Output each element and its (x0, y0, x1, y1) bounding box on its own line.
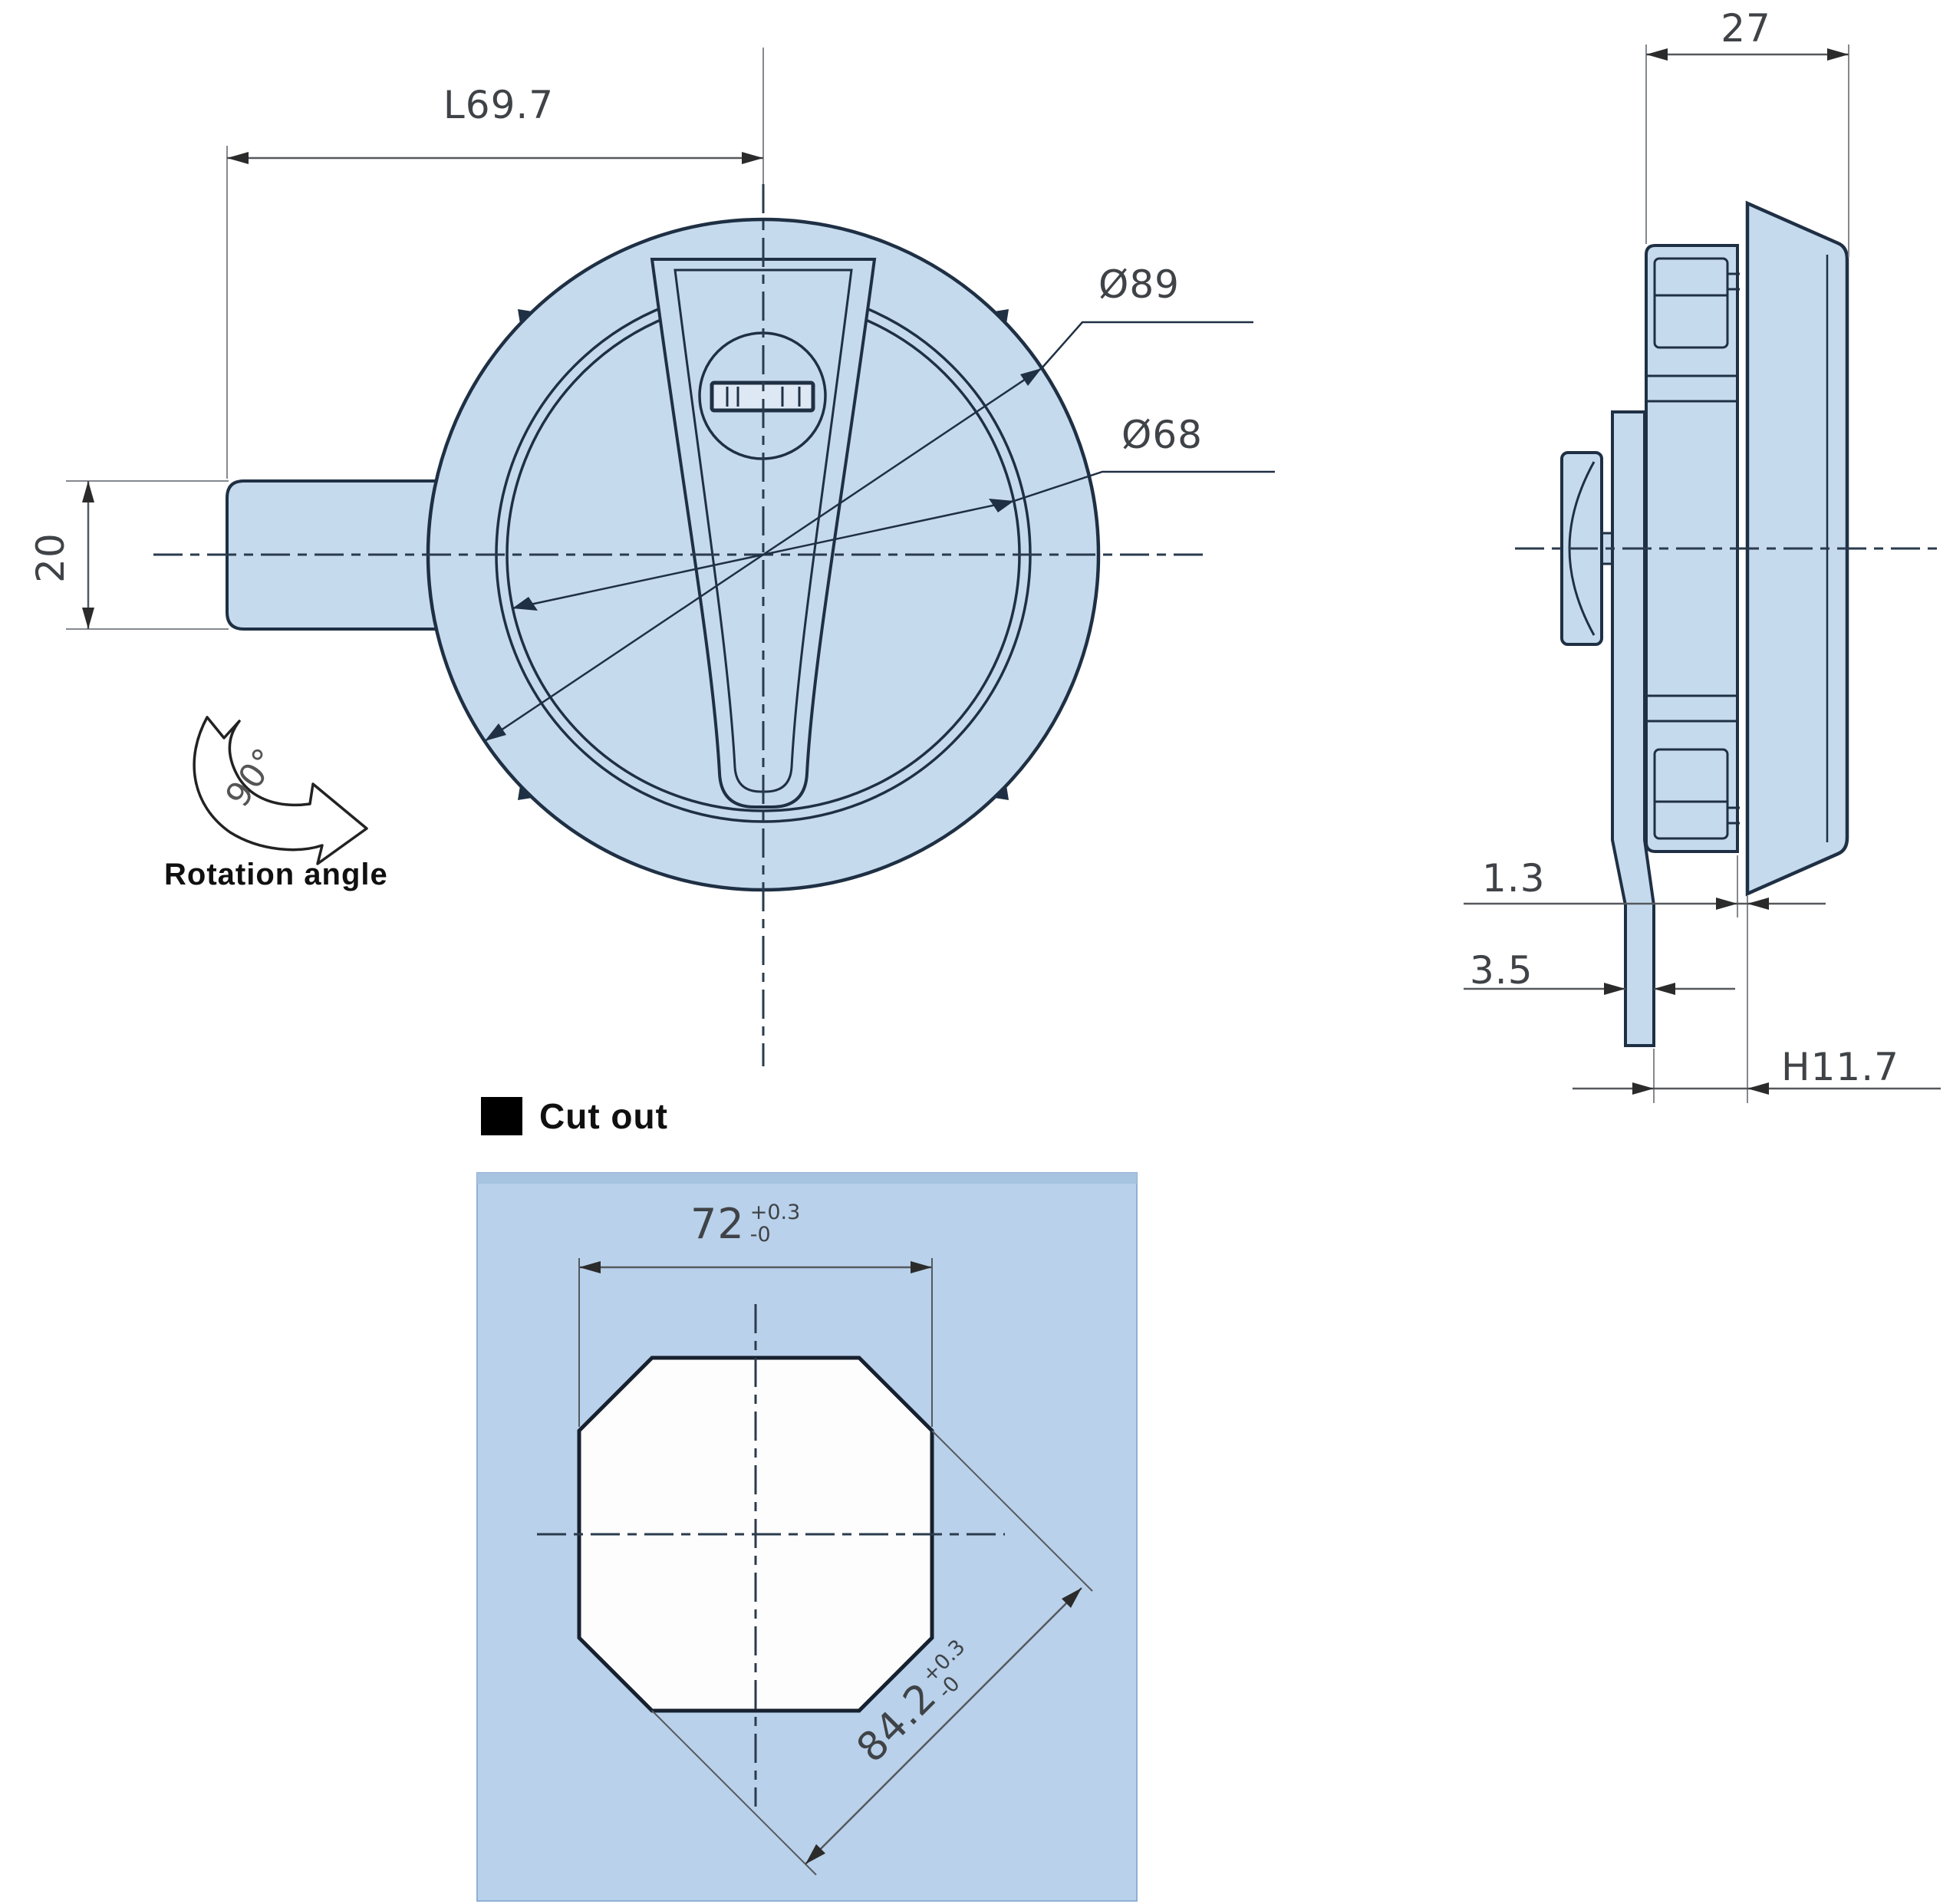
diameter-leaders (484, 321, 1275, 743)
cutout-view (476, 1172, 1138, 1902)
dim-842 (651, 1430, 1093, 1876)
dim-h117-label: H11.7 (1781, 1045, 1899, 1089)
bushing-details (1646, 257, 1740, 840)
dim-20-label: 20 (28, 532, 73, 583)
dim-35-label: 3.5 (1470, 948, 1533, 993)
dim-l697 (226, 146, 763, 479)
key-slot-wards (726, 387, 801, 407)
diameter-leader-arrows (485, 368, 1042, 741)
dim-l697-label: L69.7 (443, 83, 555, 127)
cutout-centerlines (537, 1304, 1005, 1807)
dia-68-label: Ø68 (1121, 413, 1203, 457)
section-marker-icon (481, 1097, 522, 1135)
knob-tabs (518, 309, 1009, 800)
dim-13-label: 1.3 (1482, 856, 1546, 901)
dim-27 (1645, 44, 1849, 257)
dim-35 (1464, 983, 1735, 995)
dim-20 (66, 480, 229, 630)
dim-72-label: 72 +0.3 -0 (690, 1200, 800, 1248)
dim-27-label: 27 (1721, 6, 1771, 51)
dim-13 (1464, 855, 1826, 1103)
front-centerlines (153, 48, 1204, 1066)
cutout-section-text: Cut out (539, 1096, 668, 1136)
panel-top-shade (477, 1173, 1137, 1184)
dia-89-label: Ø89 (1098, 262, 1180, 307)
dim-72-tolerance: +0.3 -0 (749, 1201, 801, 1247)
cutout-section-label: Cut out (481, 1095, 668, 1137)
rotation-arrow-icon (193, 716, 368, 865)
rotation-angle-label: Rotation angle (164, 858, 388, 891)
dim-72 (578, 1258, 933, 1427)
dim-h117 (1573, 1049, 1941, 1103)
dim-72-value: 72 (690, 1200, 745, 1248)
side-view (1464, 44, 1945, 1103)
wing-handle-inner-line (674, 268, 853, 793)
front-view (66, 48, 1275, 1066)
